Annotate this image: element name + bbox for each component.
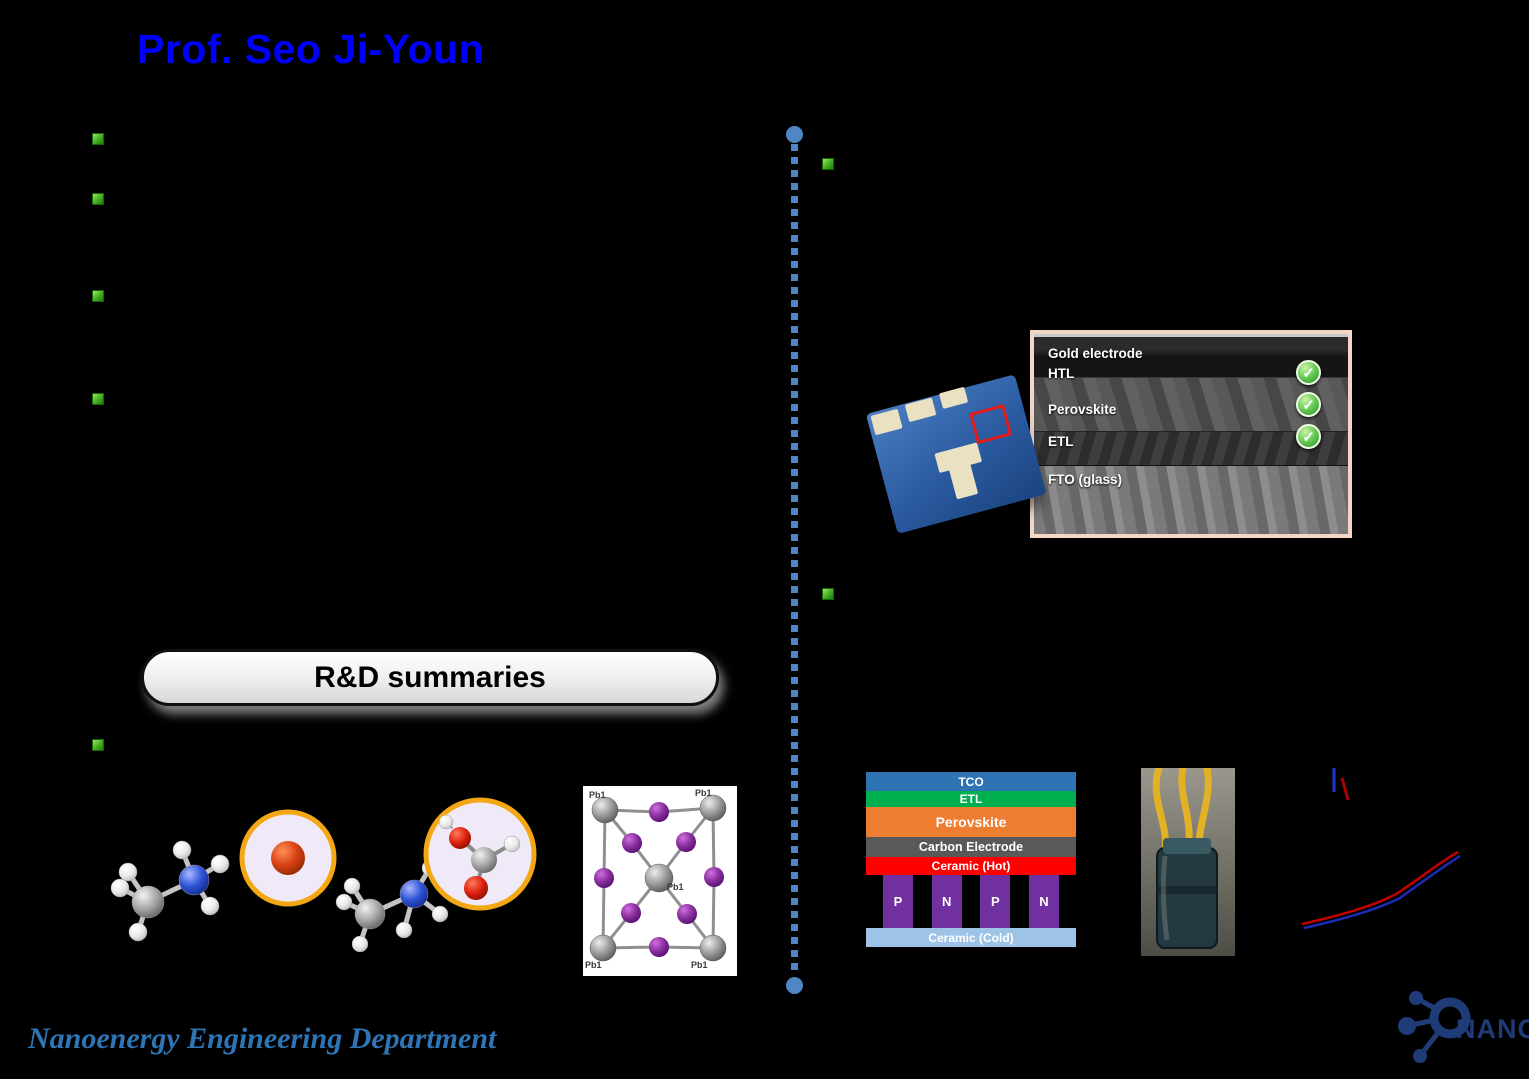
sem-label-gold-electrode: Gold electrode bbox=[1048, 346, 1143, 361]
solar-cell-photo bbox=[856, 364, 1058, 549]
bullet-icon bbox=[92, 290, 104, 302]
sem-gold-layer bbox=[1034, 334, 1348, 356]
check-icon: ✓ bbox=[1296, 360, 1321, 385]
nano-logo-icon bbox=[1398, 988, 1472, 1078]
atom-label: Pb1 bbox=[691, 960, 708, 970]
wired-device-photo bbox=[1141, 764, 1235, 956]
pn-legs-row: P N P N bbox=[866, 875, 1076, 928]
layer-ceramic-hot: Ceramic (Hot) bbox=[866, 857, 1076, 875]
check-icon: ✓ bbox=[1296, 392, 1321, 417]
layer-ceramic-cold: Ceramic (Cold) bbox=[866, 928, 1076, 947]
red-curve bbox=[1301, 850, 1459, 926]
cell-contact-pad bbox=[870, 408, 903, 436]
sem-label-etl: ETL bbox=[1048, 434, 1074, 449]
rd-summaries-button[interactable]: R&D summaries bbox=[141, 649, 719, 706]
active-area-highlight-box bbox=[969, 404, 1013, 445]
sem-fto-layer bbox=[1034, 466, 1348, 534]
sem-etl-layer bbox=[1034, 432, 1348, 466]
iodine-atoms bbox=[594, 802, 724, 957]
sem-cross-section-figure: Gold electrode HTL Perovskite ETL FTO (g… bbox=[1030, 330, 1352, 538]
solar-cell-body bbox=[865, 374, 1047, 534]
bullet-icon bbox=[92, 393, 104, 405]
cell-electrode-shape bbox=[948, 462, 979, 500]
atom-label: Pb1 bbox=[667, 882, 684, 892]
formate-group-highlight bbox=[423, 797, 537, 911]
bullet-icon bbox=[822, 158, 834, 170]
layer-tco: TCO bbox=[866, 772, 1076, 791]
layer-etl: ETL bbox=[866, 791, 1076, 807]
atom-label: Pb1 bbox=[589, 790, 606, 800]
lead-ion-highlight bbox=[239, 809, 337, 907]
layer-carbon-electrode: Carbon Electrode bbox=[866, 837, 1076, 857]
sem-htl-layer bbox=[1034, 356, 1348, 378]
timeline-endpoint-icon bbox=[786, 977, 803, 994]
lead-atoms bbox=[589, 794, 727, 962]
timeline-dotted-connector bbox=[791, 144, 798, 976]
bullet-icon bbox=[92, 193, 104, 205]
thermoelectric-stack-diagram: TCO ETL Perovskite Carbon Electrode Cera… bbox=[866, 772, 1076, 947]
bullet-icon bbox=[92, 133, 104, 145]
nano-logo-text: NANO bbox=[1456, 1014, 1529, 1044]
pn-leg: N bbox=[1028, 875, 1059, 928]
atom-label: Pb1 bbox=[695, 788, 712, 798]
bullet-icon bbox=[822, 588, 834, 600]
methylammonium-molecule-1 bbox=[117, 847, 223, 935]
cell-contact-pad bbox=[938, 386, 969, 409]
page-title: Prof. Seo Ji-Youn bbox=[137, 26, 485, 72]
pn-leg: P bbox=[883, 875, 913, 928]
sem-label-fto: FTO (glass) bbox=[1048, 472, 1123, 487]
crystal-structure-figure: Pb1 Pb1 Pb1 Pb1 Pb1 bbox=[583, 786, 737, 976]
check-icon: ✓ bbox=[1296, 424, 1321, 449]
department-name: Nanoenergy Engineering Department bbox=[28, 1022, 497, 1055]
sem-label-htl: HTL bbox=[1048, 366, 1075, 381]
sem-label-perovskite: Perovskite bbox=[1048, 402, 1117, 417]
bullet-icon bbox=[92, 739, 104, 751]
precursor-molecules-figure bbox=[108, 772, 590, 1002]
timeline-endpoint-icon bbox=[786, 126, 803, 143]
pn-leg: N bbox=[931, 875, 962, 928]
pn-leg: P bbox=[980, 875, 1011, 928]
sem-perovskite-layer bbox=[1034, 378, 1348, 432]
layer-perovskite: Perovskite bbox=[866, 807, 1076, 837]
jv-curves-figure bbox=[1288, 758, 1468, 930]
blue-curve bbox=[1303, 854, 1461, 930]
cell-contact-pad bbox=[904, 397, 937, 423]
atom-label: Pb1 bbox=[585, 960, 602, 970]
legend-red-mark bbox=[1340, 777, 1350, 801]
